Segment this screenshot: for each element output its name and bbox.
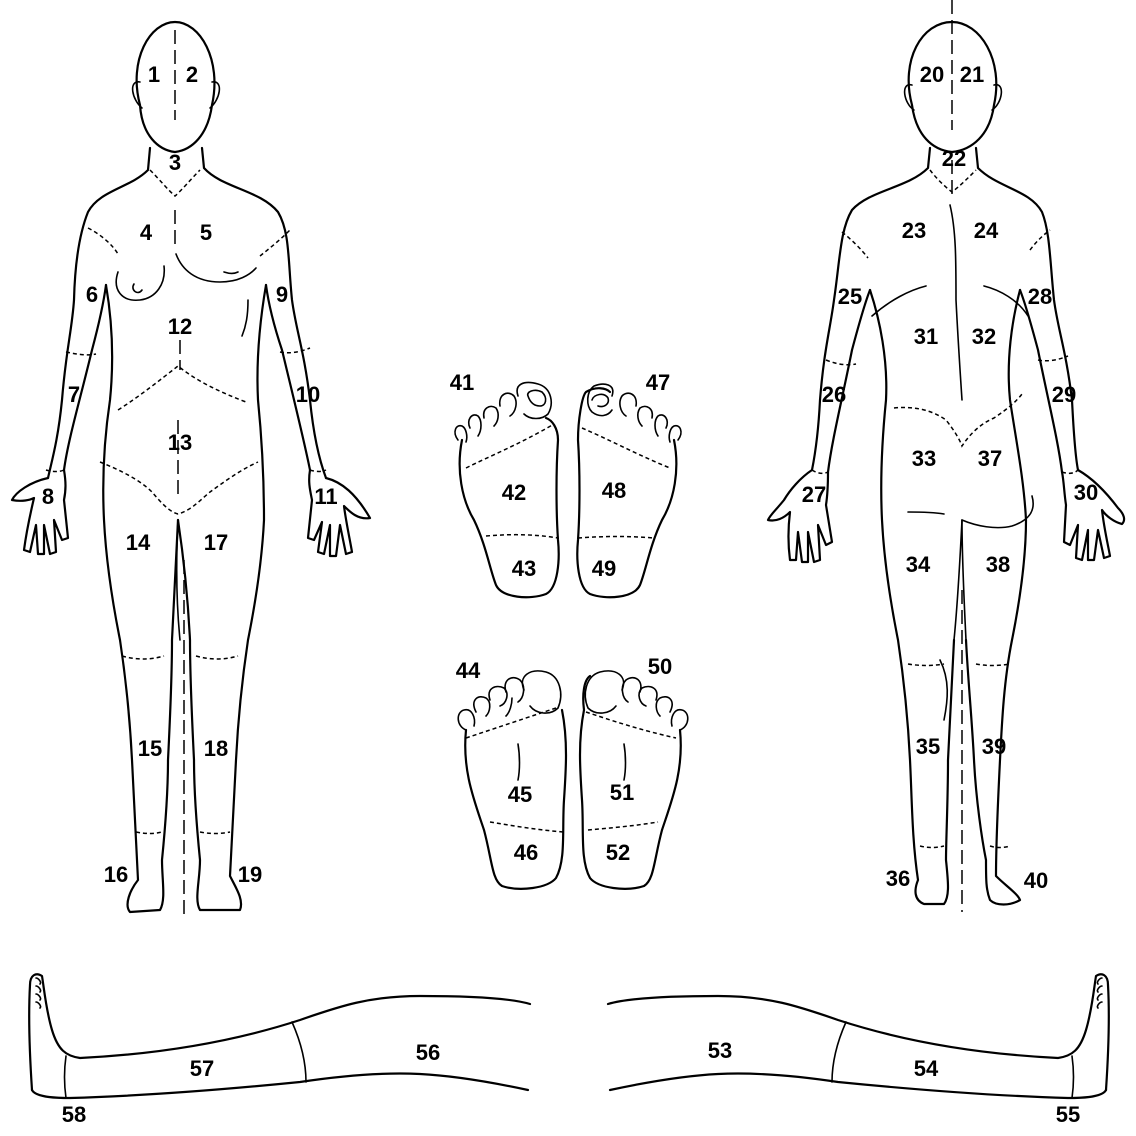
region-label-56: 56 xyxy=(416,1040,440,1065)
region-label-27: 27 xyxy=(802,482,826,507)
region-label-1: 1 xyxy=(148,62,160,87)
region-label-52: 52 xyxy=(606,840,630,865)
region-label-6: 6 xyxy=(86,282,98,307)
region-label-28: 28 xyxy=(1028,284,1052,309)
region-label-41: 41 xyxy=(450,370,474,395)
region-label-37: 37 xyxy=(978,446,1002,471)
region-label-51: 51 xyxy=(610,780,634,805)
region-label-32: 32 xyxy=(972,324,996,349)
region-label-43: 43 xyxy=(512,556,536,581)
region-label-13: 13 xyxy=(168,430,192,455)
region-label-48: 48 xyxy=(602,478,626,503)
region-label-3: 3 xyxy=(169,150,181,175)
region-labels: 1 2 3 4 5 6 7 8 9 10 11 12 13 14 15 16 1… xyxy=(42,62,1098,1127)
region-label-17: 17 xyxy=(204,530,228,555)
region-label-16: 16 xyxy=(104,862,128,887)
region-label-40: 40 xyxy=(1024,868,1048,893)
region-label-9: 9 xyxy=(276,282,288,307)
region-label-38: 38 xyxy=(986,552,1010,577)
region-label-39: 39 xyxy=(982,734,1006,759)
region-label-22: 22 xyxy=(942,146,966,171)
region-label-4: 4 xyxy=(140,220,153,245)
region-label-10: 10 xyxy=(296,382,320,407)
region-label-54: 54 xyxy=(914,1056,939,1081)
region-label-45: 45 xyxy=(508,782,532,807)
side-legs xyxy=(28,973,1110,1100)
region-label-47: 47 xyxy=(646,370,670,395)
region-label-31: 31 xyxy=(914,324,938,349)
region-label-35: 35 xyxy=(916,734,940,759)
region-label-14: 14 xyxy=(126,530,151,555)
region-label-33: 33 xyxy=(912,446,936,471)
region-label-25: 25 xyxy=(838,284,862,309)
region-label-7: 7 xyxy=(68,382,80,407)
region-label-11: 11 xyxy=(314,484,337,509)
region-label-46: 46 xyxy=(514,840,538,865)
region-label-24: 24 xyxy=(974,218,999,243)
region-label-34: 34 xyxy=(906,552,931,577)
region-label-5: 5 xyxy=(200,220,212,245)
region-label-53: 53 xyxy=(708,1038,732,1063)
region-label-15: 15 xyxy=(138,736,162,761)
region-label-29: 29 xyxy=(1052,382,1076,407)
region-label-50: 50 xyxy=(648,654,672,679)
feet-soles-top xyxy=(454,381,682,599)
region-label-20: 20 xyxy=(920,62,944,87)
region-label-23: 23 xyxy=(902,218,926,243)
region-label-8: 8 xyxy=(42,484,54,509)
region-label-26: 26 xyxy=(822,382,846,407)
region-label-57: 57 xyxy=(190,1056,214,1081)
feet-soles-bottom xyxy=(457,670,689,890)
back-figure xyxy=(766,0,1126,912)
region-label-49: 49 xyxy=(592,556,616,581)
region-label-30: 30 xyxy=(1074,480,1098,505)
region-label-42: 42 xyxy=(502,480,526,505)
region-label-12: 12 xyxy=(168,314,192,339)
region-label-58: 58 xyxy=(62,1102,86,1127)
region-label-2: 2 xyxy=(186,62,198,87)
region-label-55: 55 xyxy=(1056,1102,1080,1127)
region-label-19: 19 xyxy=(238,862,262,887)
region-label-36: 36 xyxy=(886,866,910,891)
region-label-18: 18 xyxy=(204,736,228,761)
front-figure xyxy=(10,20,372,916)
region-label-21: 21 xyxy=(960,62,984,87)
region-label-44: 44 xyxy=(456,658,481,683)
